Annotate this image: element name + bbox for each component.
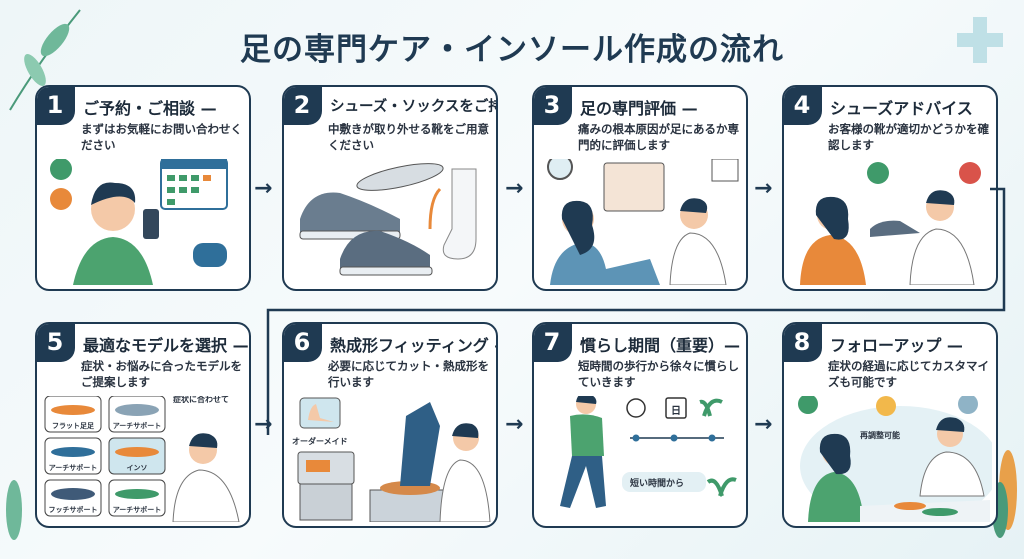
step-title: ご予約・ご相談 — <box>83 99 217 118</box>
shoe-advice-illustration <box>800 162 981 285</box>
step-title: フォローアップ — <box>830 336 963 355</box>
break-in-period-illustration: 日 短い時間から <box>560 396 737 508</box>
page-title: 足の専門ケア・インソール作成の流れ <box>240 32 784 68</box>
heart-icon <box>958 396 978 414</box>
check-icon <box>798 396 818 414</box>
step-card-2: 2 シューズ・ソックスをご持参 中敷きが取り外せる靴をご用意ください <box>282 85 498 291</box>
follow-up-illustration: 再調整可能 <box>798 396 992 522</box>
step-description: 中敷きが取り外せる靴をご用意ください <box>328 122 489 152</box>
step-title: 足の専門評価 — <box>580 99 698 118</box>
foot-assessment-illustration <box>547 159 739 285</box>
plus-decoration-icon <box>957 17 1003 63</box>
flow-arrow-icon: → <box>505 412 524 437</box>
model-label: フッチサポート <box>49 505 98 514</box>
step-title: 熱成形フィッティング — <box>330 336 498 355</box>
step-card-6: 6 熱成形フィッティング — 必要に応じてカット・熱成形を行います オーダーメイ… <box>282 322 498 528</box>
flow-connector <box>266 187 1006 435</box>
step-number: 3 <box>534 87 572 125</box>
step-number: 4 <box>784 87 822 125</box>
model-label: アーチサポート <box>113 421 162 430</box>
step-title: 最適なモデルを選択 — <box>83 336 249 355</box>
flow-arrow-icon: → <box>505 176 524 201</box>
step-card-4: 4 シューズアドバイス お客様の靴が適切かどうかを確認します <box>782 85 998 291</box>
flow-arrow-icon: → <box>754 412 773 437</box>
booking-illustration <box>50 159 228 285</box>
step-card-8: 8 フォローアップ — 症状の経過に応じてカスタマイズも可能です 再調整可能 <box>782 322 998 528</box>
step-card-3: 3 足の専門評価 — 痛みの根本原因が足にあるか専門的に評価します <box>532 85 748 291</box>
step-number: 1 <box>37 87 75 125</box>
step-card-1: 1 ご予約・ご相談 — まずはお気軽にお問い合わせください <box>35 85 251 291</box>
flow-arrow-icon: → <box>254 176 273 201</box>
custom-made-label: オーダーメイド <box>292 436 348 446</box>
step-description: 痛みの根本原因が足にあるか専門的に評価します <box>578 122 739 152</box>
readjust-label: 再調整可能 <box>860 430 900 440</box>
step-title: シューズ・ソックスをご持参 <box>330 99 496 115</box>
step-title: 慣らし期間（重要）— <box>580 336 741 355</box>
step-number: 8 <box>784 324 822 362</box>
model-label: アーチサポート <box>49 463 98 472</box>
model-label: アーチサポート <box>113 505 162 514</box>
step-description: 必要に応じてカット・熱成形を行います <box>328 359 489 389</box>
step-description: まずはお気軽にお問い合わせください <box>81 122 242 152</box>
model-label: インソ <box>127 464 148 472</box>
step-number: 2 <box>284 87 322 125</box>
step-description: 症状の経過に応じてカスタマイズも可能です <box>828 359 989 389</box>
step-number: 5 <box>37 324 75 362</box>
step-card-5: 5 最適なモデルを選択 — 症状・お悩みに合ったモデルをご提案します フラット足… <box>35 322 251 528</box>
leaf-decoration-icon <box>9 9 81 111</box>
heat-molding-illustration: オーダーメイド <box>292 397 491 522</box>
step-description: 短時間の歩行から徐々に慣らしていきます <box>578 359 739 389</box>
short-time-caption: 短い時間から <box>630 477 684 489</box>
shoes-socks-illustration <box>299 163 477 276</box>
step-card-7: 7 慣らし期間（重要）— 短時間の歩行から徐々に慣らしていきます 日 短い時間か… <box>532 322 748 528</box>
smile-icon <box>876 396 896 416</box>
model-label: フラット足足 <box>52 422 95 430</box>
flow-arrow-icon: → <box>754 176 773 201</box>
step-title: シューズアドバイス <box>830 99 973 118</box>
step-number: 7 <box>534 324 572 362</box>
callout-label: 症状に合わせて <box>173 396 229 404</box>
step-description: お客様の靴が適切かどうかを確認します <box>828 122 989 152</box>
leaf-decoration-icon <box>6 480 22 540</box>
calendar-day-label: 日 <box>671 405 681 417</box>
step-description: 症状・お悩みに合ったモデルをご提案します <box>81 359 242 389</box>
flow-arrow-icon: → <box>254 412 273 437</box>
step-number: 6 <box>284 324 322 362</box>
insole-selection-illustration: フラット足足 アーチサポート アーチサポート インソ フッチサポート アーチサポ… <box>44 396 240 522</box>
